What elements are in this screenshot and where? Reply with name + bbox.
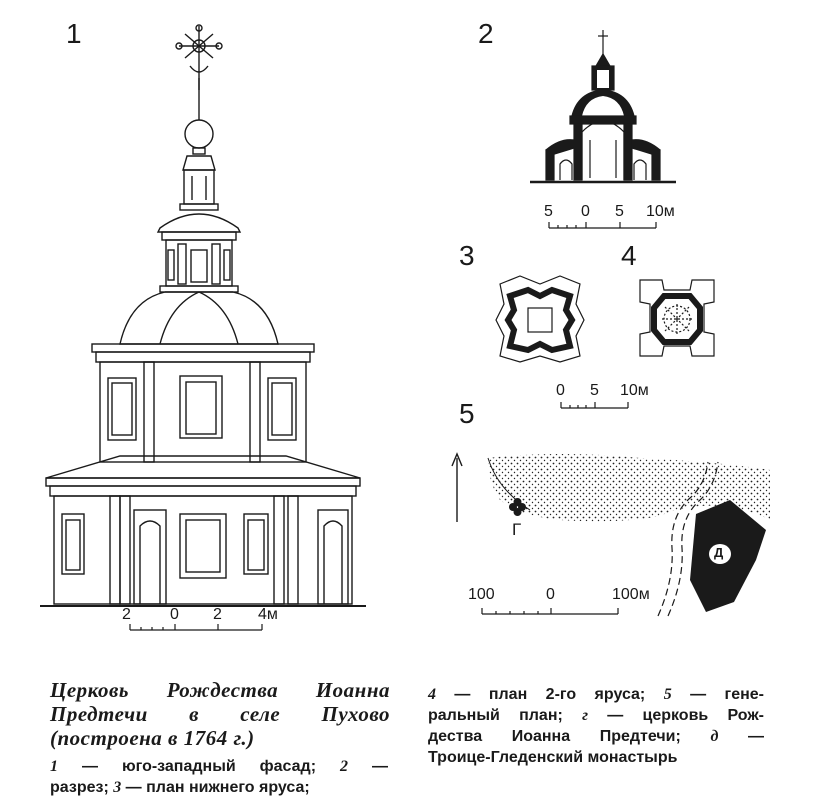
- facade-scale-label-1: 0: [170, 606, 179, 623]
- facade-scale-label-0: 2: [122, 606, 131, 623]
- caption-left-text: 1 — юго-западный фасад; 2 — разрез; 3 — …: [50, 756, 388, 798]
- caption-right-line-3: дества Иоанна Предтечи; д —: [428, 728, 764, 745]
- plans-scale-label-2: 10м: [620, 382, 649, 399]
- panel-number-1: 1: [66, 18, 82, 49]
- caption-left-line-2: разрез; 3 — план нижнего яруса;: [50, 779, 310, 796]
- second-tier-plan: [639, 279, 715, 357]
- panel-number-2: 2: [478, 18, 494, 49]
- site-scale-label-0: 100: [468, 586, 495, 603]
- caption-right-line-1: 4 — план 2-го яруса; 5 — гене-: [428, 686, 765, 703]
- caption-title-line-3: (построена в 1764 г.): [50, 726, 255, 750]
- section-drawing: [530, 30, 676, 184]
- caption-title: Церковь Рождества Иоанна Предтечи в селе…: [50, 678, 390, 750]
- section-scale-label-1: 0: [581, 203, 590, 220]
- site-scale-label-1: 0: [546, 586, 555, 603]
- lower-tier-plan: [495, 275, 585, 363]
- site-scale-bar: [481, 608, 619, 615]
- section-scale-label-3: 10м: [646, 203, 675, 220]
- facade-scale-label-2: 2: [213, 606, 222, 623]
- site-plan: [451, 452, 770, 617]
- site-label-monastery: Д: [714, 545, 724, 560]
- caption-right-text: 4 — план 2-го яруса; 5 — гене- ральный п…: [428, 684, 764, 768]
- section-scale-bar: [548, 222, 657, 229]
- site-label-church: Г: [512, 520, 522, 539]
- facade-scale-label-3: 4м: [258, 606, 278, 623]
- plans-scale-label-1: 5: [590, 382, 599, 399]
- facade-scale-bar: [129, 624, 263, 631]
- church-marker-icon: [509, 498, 526, 516]
- section-scale-label-0: 5: [544, 203, 553, 220]
- caption-left-line-1: 1 — юго-западный фасад; 2 —: [50, 758, 388, 775]
- section-scale-label-2: 5: [615, 203, 624, 220]
- site-scale-label-2: 100м: [612, 586, 650, 603]
- facade-drawing: [40, 24, 366, 607]
- plans-scale-label-0: 0: [556, 382, 565, 399]
- caption-title-line-2: Предтечи в селе Пухово: [50, 702, 390, 726]
- panel-number-3: 3: [459, 240, 475, 271]
- panel-number-4: 4: [621, 240, 637, 271]
- caption-right-line-4: Троице-Гледенский монастырь: [428, 749, 678, 766]
- plans-scale-bar: [560, 402, 629, 409]
- caption-title-line-1: Церковь Рождества Иоанна: [50, 678, 390, 702]
- panel-number-5: 5: [459, 398, 475, 429]
- caption-right-line-2: ральный план; г — церковь Рож-: [428, 707, 765, 724]
